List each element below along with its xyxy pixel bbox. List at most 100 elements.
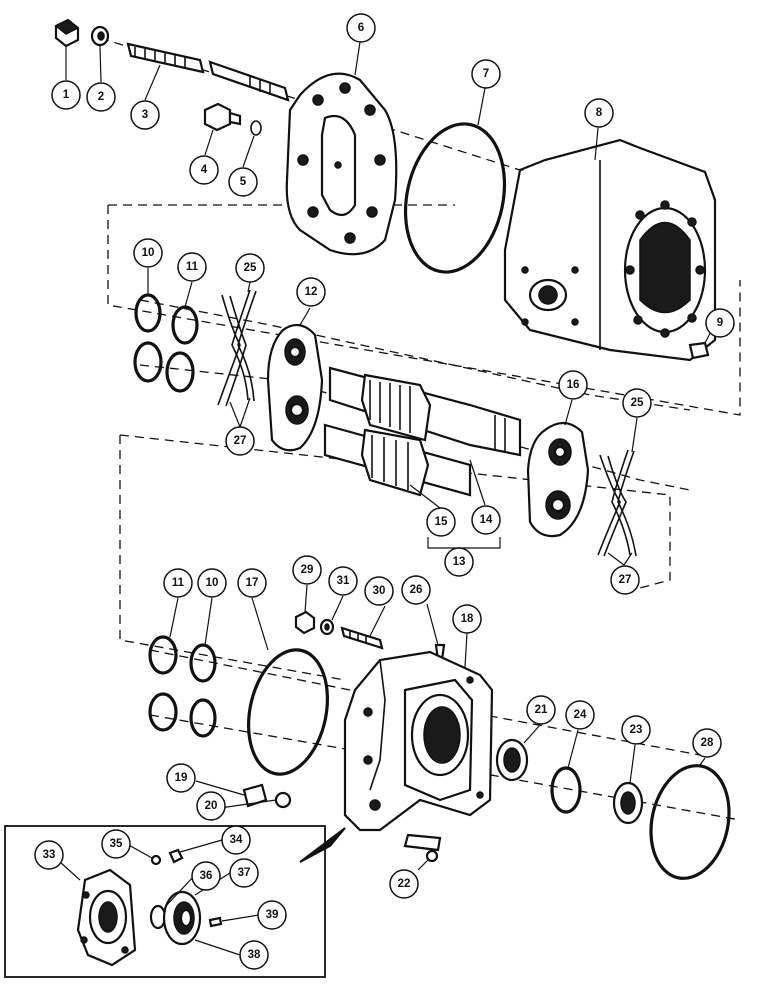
svg-text:23: 23 [630,724,643,736]
svg-text:19: 19 [175,772,188,784]
callout-23: 23 [621,715,651,745]
callout-26: 26 [401,575,431,605]
svg-text:31: 31 [337,575,350,587]
callout-17: 17 [237,568,267,598]
callout-12: 12 [296,277,326,307]
wire-spring-upper-part-25 [217,289,257,407]
stud-part-30 [340,626,384,650]
svg-text:9: 9 [717,317,723,329]
svg-text:38: 38 [248,949,261,961]
callout-25-lower: 25 [622,388,652,418]
callout-11-upper: 11 [177,252,207,282]
callout-3: 3 [130,100,160,130]
leader-lines [59,41,719,956]
callout-27-upper: 27 [225,426,255,456]
svg-text:12: 12 [305,286,318,298]
svg-text:11: 11 [186,261,199,273]
pump-housing-part-8 [503,138,717,362]
callout-5: 5 [228,167,258,197]
svg-text:8: 8 [596,107,603,119]
end-cover-part-18 [343,650,494,852]
callout-7: 7 [471,59,501,89]
svg-text:27: 27 [619,574,632,586]
callout-37: 37 [229,858,259,888]
drive-gear-shaft-part-14 [328,366,522,457]
svg-text:10: 10 [206,577,219,589]
threaded-rod-part-3 [126,42,290,102]
seal-rings-lower-left [148,635,217,738]
svg-text:36: 36 [200,870,213,882]
callout-19: 19 [166,763,196,793]
upper-assembly-dashed-box [107,204,741,416]
callout-22: 22 [389,869,419,899]
plug-part-4 [203,102,242,132]
svg-text:6: 6 [358,22,364,34]
svg-text:26: 26 [410,584,423,596]
svg-text:7: 7 [483,68,489,80]
svg-text:13: 13 [453,556,466,568]
svg-text:24: 24 [574,709,587,721]
ball-part-20 [274,791,292,809]
seal-part-21 [495,738,529,782]
o-ring-part-17 [246,648,330,776]
wire-spring-lower-part-25 [597,449,637,557]
callout-38: 38 [239,940,269,970]
svg-text:27: 27 [234,435,247,447]
svg-text:17: 17 [246,577,259,589]
small-o-ring-part-5 [250,120,262,136]
bearing-block-part-12 [266,323,324,452]
callout-30: 30 [364,576,394,606]
callout-28: 28 [692,728,722,758]
svg-text:18: 18 [461,613,474,625]
svg-text:37: 37 [238,867,251,879]
svg-text:20: 20 [205,800,218,812]
svg-text:21: 21 [535,704,548,716]
callout-35: 35 [101,829,131,859]
plug-part-22 [425,849,439,863]
svg-text:15: 15 [435,516,448,528]
callout-6: 6 [346,13,376,43]
callout-39: 39 [257,900,287,930]
svg-text:35: 35 [110,838,123,850]
svg-text:11: 11 [172,577,185,589]
cap-part-37-38 [162,890,202,946]
callout-14: 14 [471,505,501,535]
svg-text:2: 2 [98,91,104,103]
callout-27-lower: 27 [610,565,640,595]
svg-text:22: 22 [398,878,411,890]
svg-text:25: 25 [631,397,644,409]
axis-line-lower-a [149,649,701,756]
callout-4: 4 [189,155,219,185]
callout-16: 16 [558,370,588,400]
washer-part-2 [90,25,110,47]
svg-text:33: 33 [43,849,56,861]
callout-29: 29 [292,555,322,585]
svg-text:25: 25 [244,262,257,274]
svg-text:10: 10 [142,247,155,259]
snap-ring-part-24 [550,766,582,814]
svg-text:14: 14 [480,514,493,526]
svg-text:16: 16 [567,379,580,391]
screw-part-39 [208,916,223,928]
callout-31: 31 [328,566,358,596]
flange-plate-part-6 [285,72,398,256]
callout-13: 13 [444,547,474,577]
callout-1: 1 [51,80,81,110]
washer-part-31 [319,618,335,636]
callout-10-lower: 10 [197,568,227,598]
svg-text:34: 34 [230,834,243,846]
callout-9: 9 [705,308,735,338]
svg-text:30: 30 [373,585,386,597]
plug-part-34 [168,848,184,864]
svg-text:28: 28 [701,737,714,749]
svg-text:3: 3 [142,109,148,121]
callout-10-upper: 10 [133,238,163,268]
callout-36: 36 [191,861,221,891]
large-o-ring-part-7 [403,122,507,274]
driven-gear-shaft-part-15 [323,423,472,497]
callout-21: 21 [526,695,556,725]
gasket-ring-part-28 [649,764,731,880]
svg-text:39: 39 [266,909,279,921]
callout-24: 24 [565,700,595,730]
